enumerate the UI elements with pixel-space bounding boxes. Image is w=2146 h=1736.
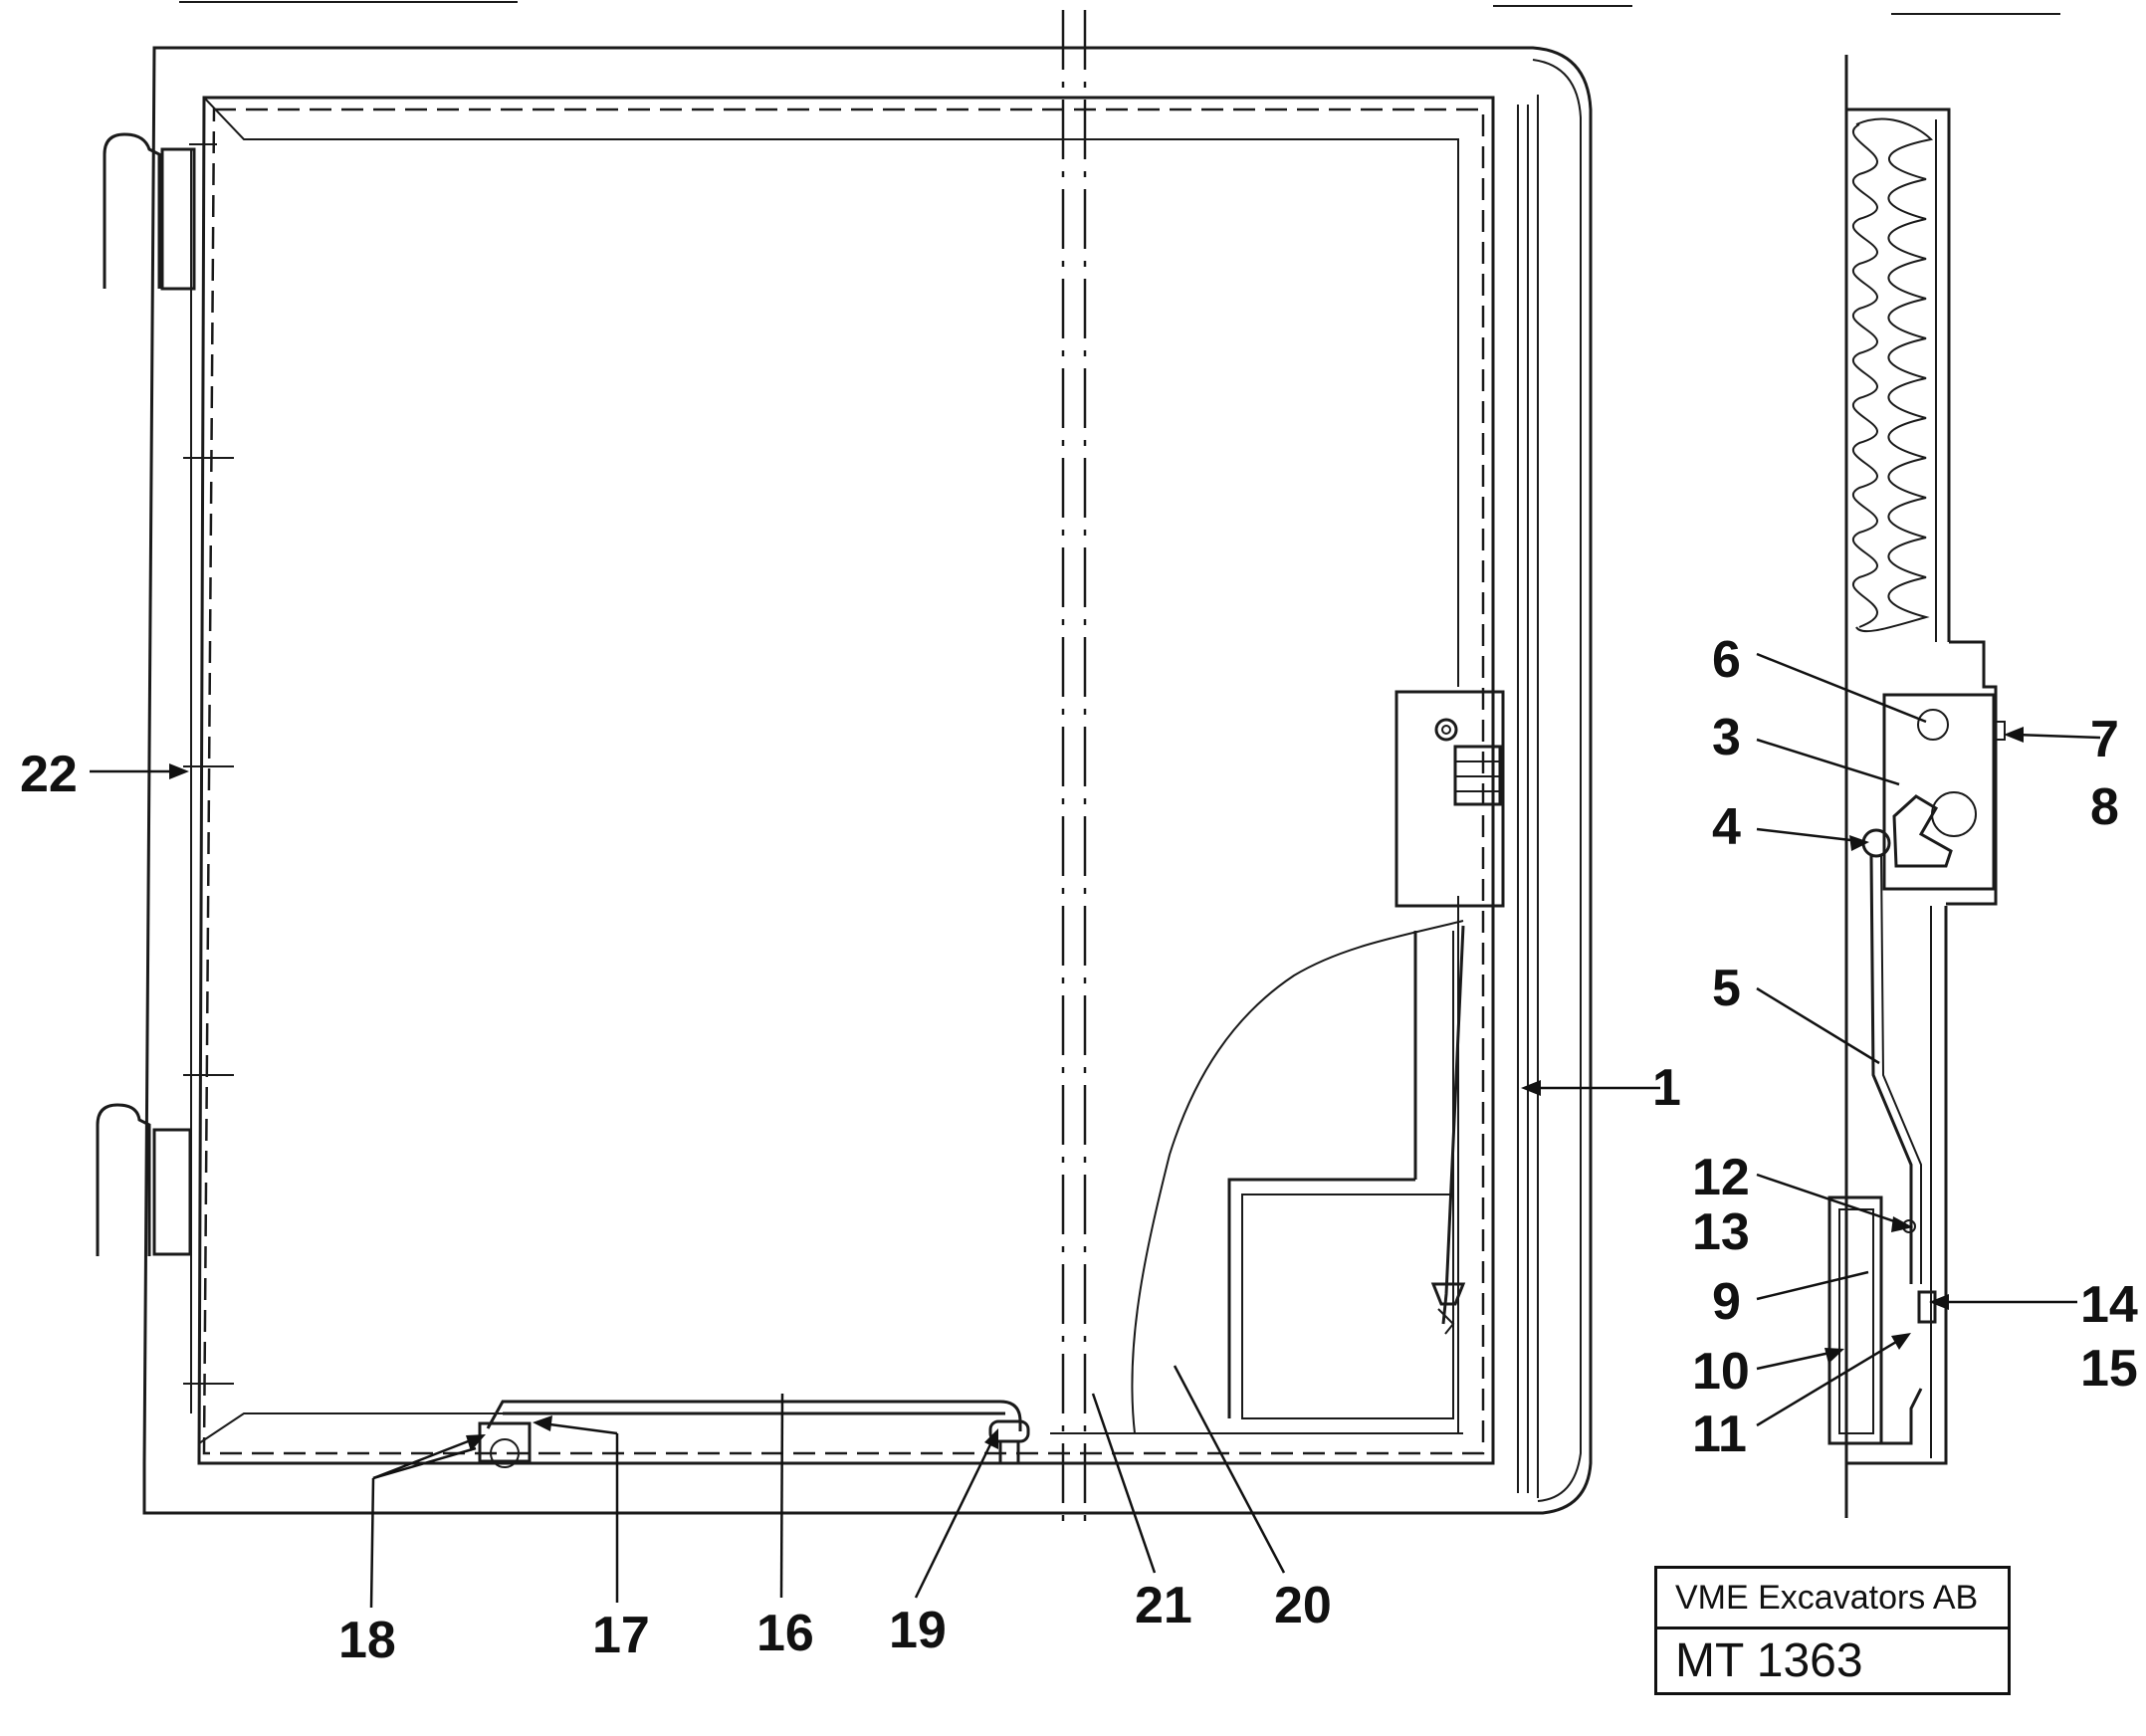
door-side-section [1827, 55, 2006, 1518]
callout-4: 4 [1712, 798, 1741, 856]
door-outer-panel [142, 46, 1593, 1515]
insulation [1855, 117, 1934, 633]
upper-hinge [103, 132, 217, 291]
callout-11: 11 [1692, 1406, 1747, 1463]
callout-15: 15 [2080, 1340, 2138, 1398]
callout-5: 5 [1712, 960, 1741, 1017]
door-front-view [96, 10, 1593, 1533]
callout-17: 17 [592, 1607, 650, 1664]
callout-18: 18 [338, 1612, 396, 1669]
lock-housing [1395, 690, 1505, 908]
callout-10: 10 [1692, 1343, 1750, 1401]
door-inner-frame [197, 96, 1495, 1465]
callout-13: 13 [1692, 1203, 1750, 1261]
drawing-number: MT 1363 [1675, 1634, 1863, 1687]
door-glass-outline [202, 108, 1485, 1455]
callout-21: 21 [1135, 1577, 1192, 1634]
callout-labels: 1 6 3 4 5 7 8 12 13 9 10 11 14 15 22 18 … [20, 631, 2138, 1669]
callout-16: 16 [756, 1605, 814, 1662]
callout-3: 3 [1712, 709, 1741, 766]
company-name: VME Excavators AB [1657, 1569, 2008, 1629]
callout-22: 22 [20, 746, 78, 803]
callout-6: 6 [1712, 631, 1741, 689]
callout-12: 12 [1692, 1149, 1750, 1206]
scan-marks [179, 1, 2060, 15]
callout-14: 14 [2080, 1276, 2138, 1334]
callout-7: 7 [2090, 711, 2119, 768]
callout-19: 19 [889, 1602, 947, 1659]
callout-8: 8 [2090, 778, 2119, 836]
callout-1: 1 [1652, 1059, 1681, 1117]
leader-lines [90, 652, 2101, 1609]
lower-hinge [96, 1103, 192, 1256]
bottom-handle [478, 1400, 1030, 1468]
callout-20: 20 [1274, 1577, 1332, 1634]
cutaway-outline [1131, 920, 1464, 1434]
callout-9: 9 [1712, 1273, 1741, 1331]
title-block: VME Excavators AB MT 1363 [1654, 1566, 2011, 1695]
